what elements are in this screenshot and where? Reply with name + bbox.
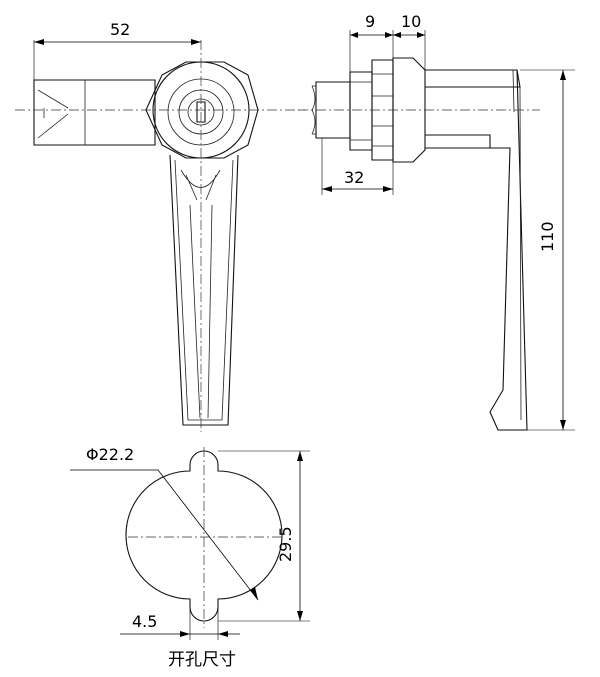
cutout-caption: 开孔尺寸 (168, 650, 236, 670)
dim-label-110: 110 (538, 221, 557, 252)
dim-label-9: 9 (365, 12, 375, 31)
side-view: 9 10 32 110 (298, 12, 575, 431)
front-view (15, 40, 305, 432)
dim-handle-offset: 52 (33, 20, 201, 80)
dim-label-diameter: Φ22.2 (86, 445, 134, 464)
dim-label-4-5: 4.5 (132, 612, 157, 631)
dim-label-32: 32 (344, 168, 364, 187)
dim-label-29-5: 29.5 (276, 526, 295, 562)
dim-label-10: 10 (401, 12, 421, 31)
cutout-view: Φ22.2 29.5 4.5 (70, 445, 310, 640)
dim-label-52: 52 (110, 20, 130, 39)
